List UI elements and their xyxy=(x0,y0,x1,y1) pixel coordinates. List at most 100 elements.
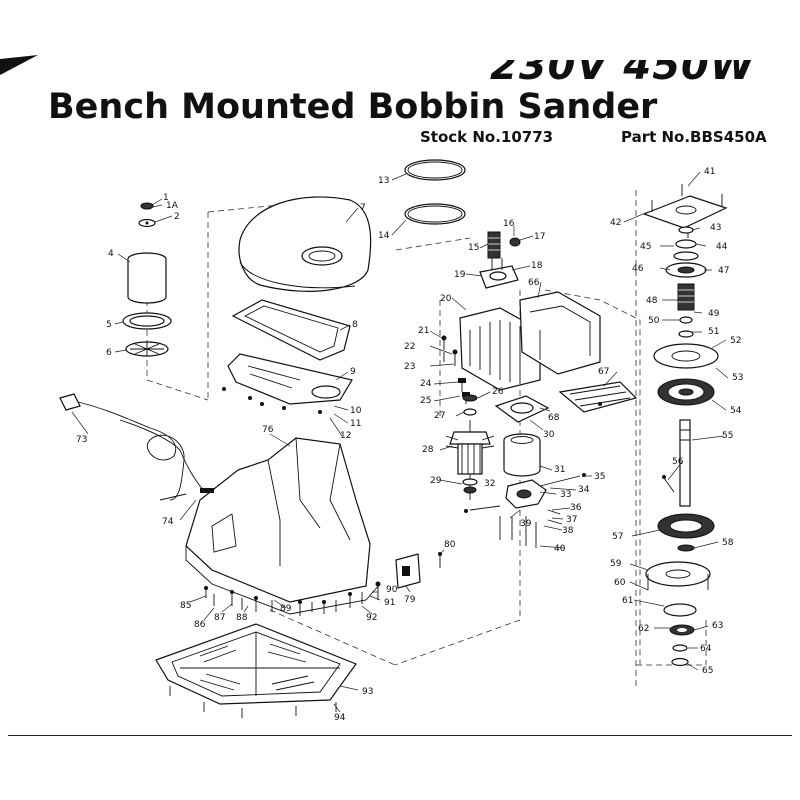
page-title: Bench Mounted Bobbin Sander xyxy=(48,87,658,127)
callout-39: 39 xyxy=(520,519,532,529)
part-7-table-cover xyxy=(238,196,372,292)
part-52-53-housing-plate xyxy=(653,343,719,369)
callout-61: 61 xyxy=(622,596,633,606)
callout-67: 67 xyxy=(598,367,609,377)
callout-29: 29 xyxy=(430,476,442,486)
callout-33: 33 xyxy=(560,490,571,500)
callout-9: 9 xyxy=(350,367,356,377)
callout-13: 13 xyxy=(378,176,389,186)
part-31-stator xyxy=(503,433,541,477)
callout-54: 54 xyxy=(730,406,742,416)
callout-15: 15 xyxy=(468,243,479,253)
callout-7: 7 xyxy=(360,203,366,213)
callout-21: 21 xyxy=(418,326,429,336)
part-45-46-bearing-set xyxy=(665,251,707,278)
part-93-base-plate xyxy=(155,623,357,718)
part-66-motor-cover xyxy=(519,291,601,375)
stock-number: Stock No.10773 xyxy=(420,128,554,146)
callout-63: 63 xyxy=(712,621,723,631)
part-20-bracket xyxy=(459,307,541,391)
callout-87: 87 xyxy=(214,613,225,623)
callout-4: 4 xyxy=(108,249,114,259)
callout-85: 85 xyxy=(180,601,191,611)
callout-11: 11 xyxy=(350,419,361,429)
callout-18: 18 xyxy=(531,261,543,271)
part-18-19-brush-holder xyxy=(479,258,519,289)
callout-20: 20 xyxy=(440,294,452,304)
part-59-60-base-plate xyxy=(645,561,711,590)
callout-79: 79 xyxy=(404,595,416,605)
callout-94: 94 xyxy=(334,713,346,723)
callout-55: 55 xyxy=(722,431,733,441)
callout-51: 51 xyxy=(708,327,719,337)
corner-swoosh-mark xyxy=(0,55,38,75)
callout-26: 26 xyxy=(492,387,504,397)
callout-31: 31 xyxy=(554,465,565,475)
callout-38: 38 xyxy=(562,526,574,536)
callout-53: 53 xyxy=(732,373,743,383)
callout-10: 10 xyxy=(350,406,362,416)
callout-23: 23 xyxy=(404,362,415,372)
callout-93: 93 xyxy=(362,687,373,697)
callout-8: 8 xyxy=(352,320,358,330)
part-43-44-washers xyxy=(675,226,697,249)
base-screws-85-92 xyxy=(204,581,381,616)
part-32-39-end-bell xyxy=(464,473,586,548)
bottom-divider xyxy=(8,735,792,736)
callout-37: 37 xyxy=(566,515,577,525)
part-15-spring xyxy=(487,231,501,259)
callout-56: 56 xyxy=(672,457,684,467)
callout-64: 64 xyxy=(700,644,712,654)
callout-27: 27 xyxy=(434,411,445,421)
callout-22: 22 xyxy=(404,342,415,352)
callout-58: 58 xyxy=(722,538,734,548)
callout-32: 32 xyxy=(484,479,495,489)
callout-45: 45 xyxy=(640,242,651,252)
part-2-washer xyxy=(138,218,156,228)
callout-89: 89 xyxy=(280,604,292,614)
callout-50: 50 xyxy=(648,316,660,326)
callout-24: 24 xyxy=(420,379,432,389)
callout-19: 19 xyxy=(454,270,466,280)
callout-35: 35 xyxy=(594,472,605,482)
callout-57: 57 xyxy=(612,532,623,542)
callout-12: 12 xyxy=(340,431,351,441)
callout-92: 92 xyxy=(366,613,377,623)
part-57-58-gear xyxy=(657,513,715,552)
part-30-flange xyxy=(494,395,550,423)
callout-62: 62 xyxy=(638,624,649,634)
part-76-main-housing xyxy=(185,437,381,615)
callout-68: 68 xyxy=(548,413,560,423)
callout-73: 73 xyxy=(76,435,87,445)
part-13-sanding-ring xyxy=(404,159,466,181)
callout-25: 25 xyxy=(420,396,431,406)
assembly-guide-lines xyxy=(146,190,707,690)
callout-65: 65 xyxy=(702,666,713,676)
part-28-armature xyxy=(445,420,495,500)
callout-43: 43 xyxy=(710,223,721,233)
part-73-power-cord xyxy=(59,393,207,501)
callout-74: 74 xyxy=(162,517,174,527)
part-55-spindle xyxy=(679,419,691,507)
callout-88: 88 xyxy=(236,613,248,623)
part-number: Part No.BBS450A xyxy=(621,128,767,146)
part-54-gear xyxy=(657,378,715,406)
callout-60: 60 xyxy=(614,578,626,588)
part-56-key xyxy=(662,475,675,493)
callout-28: 28 xyxy=(422,445,434,455)
part-48-49-spring xyxy=(677,283,695,311)
callout-6: 6 xyxy=(106,348,112,358)
part-50-51-washers xyxy=(678,316,694,338)
callout-91: 91 xyxy=(384,598,395,608)
part-61-63-bearing xyxy=(663,603,697,636)
callout-49: 49 xyxy=(708,309,720,319)
callout-41: 41 xyxy=(704,167,715,177)
part-8-gasket xyxy=(231,299,351,361)
callout-labels: 1 1A 2 4 5 6 7 8 9 10 11 12 13 14 15 16 … xyxy=(76,167,743,723)
part-80-screw xyxy=(438,552,442,568)
part-41-42-mount-plate xyxy=(642,184,728,238)
callout-80: 80 xyxy=(444,540,456,550)
part-64-65-washers xyxy=(671,644,689,667)
